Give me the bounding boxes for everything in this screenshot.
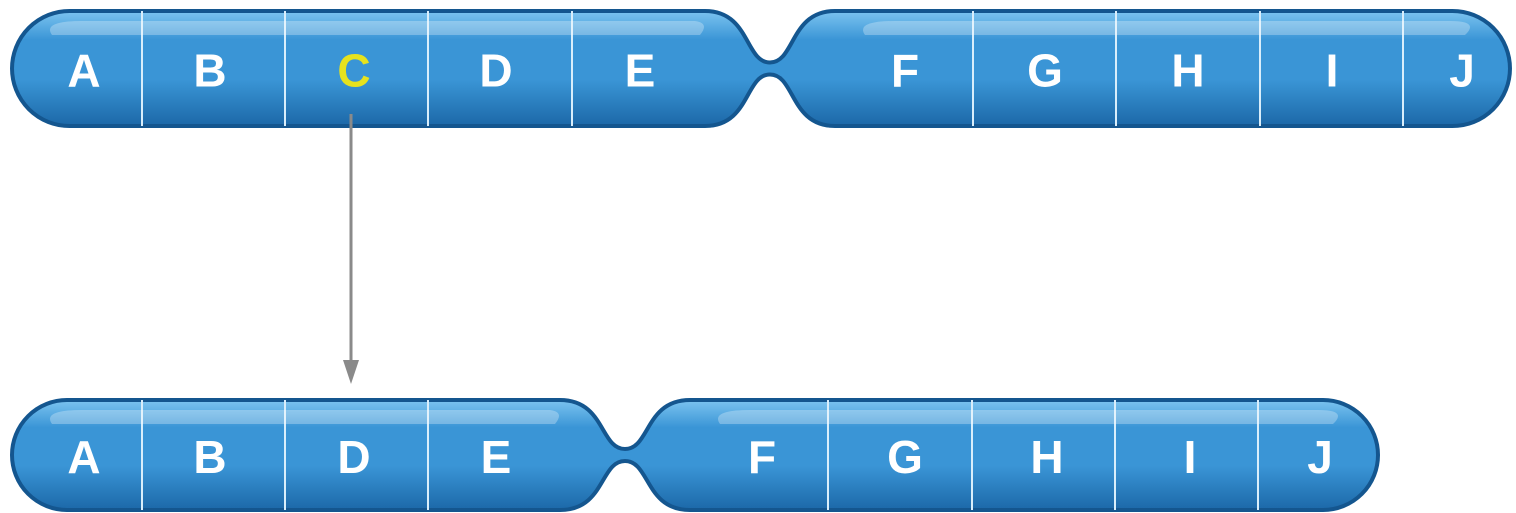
gene-label-j: J xyxy=(1307,431,1333,483)
gene-label-e: E xyxy=(481,431,512,483)
deletion-arrow xyxy=(343,114,359,384)
gene-label-g: G xyxy=(887,431,923,483)
gene-label-b: B xyxy=(193,431,226,483)
gene-label-d: D xyxy=(337,431,370,483)
gene-label-i: I xyxy=(1326,45,1339,97)
gene-label-h: H xyxy=(1030,431,1063,483)
gene-label-f: F xyxy=(748,431,776,483)
gene-label-b: B xyxy=(193,45,226,97)
deletion-arrow-head xyxy=(343,360,359,384)
gene-label-h: H xyxy=(1171,45,1204,97)
gene-label-i: I xyxy=(1184,431,1197,483)
gene-label-a: A xyxy=(67,431,100,483)
gene-label-j: J xyxy=(1449,45,1475,97)
gene-label-c: C xyxy=(337,45,370,97)
gene-label-a: A xyxy=(67,45,100,97)
gene-label-d: D xyxy=(479,45,512,97)
gene-label-f: F xyxy=(891,45,919,97)
gene-label-g: G xyxy=(1027,45,1063,97)
gene-label-e: E xyxy=(625,45,656,97)
original-chromosome-highlight xyxy=(50,21,1470,35)
original-chromosome: A B C D E F G H I J xyxy=(12,11,1510,126)
